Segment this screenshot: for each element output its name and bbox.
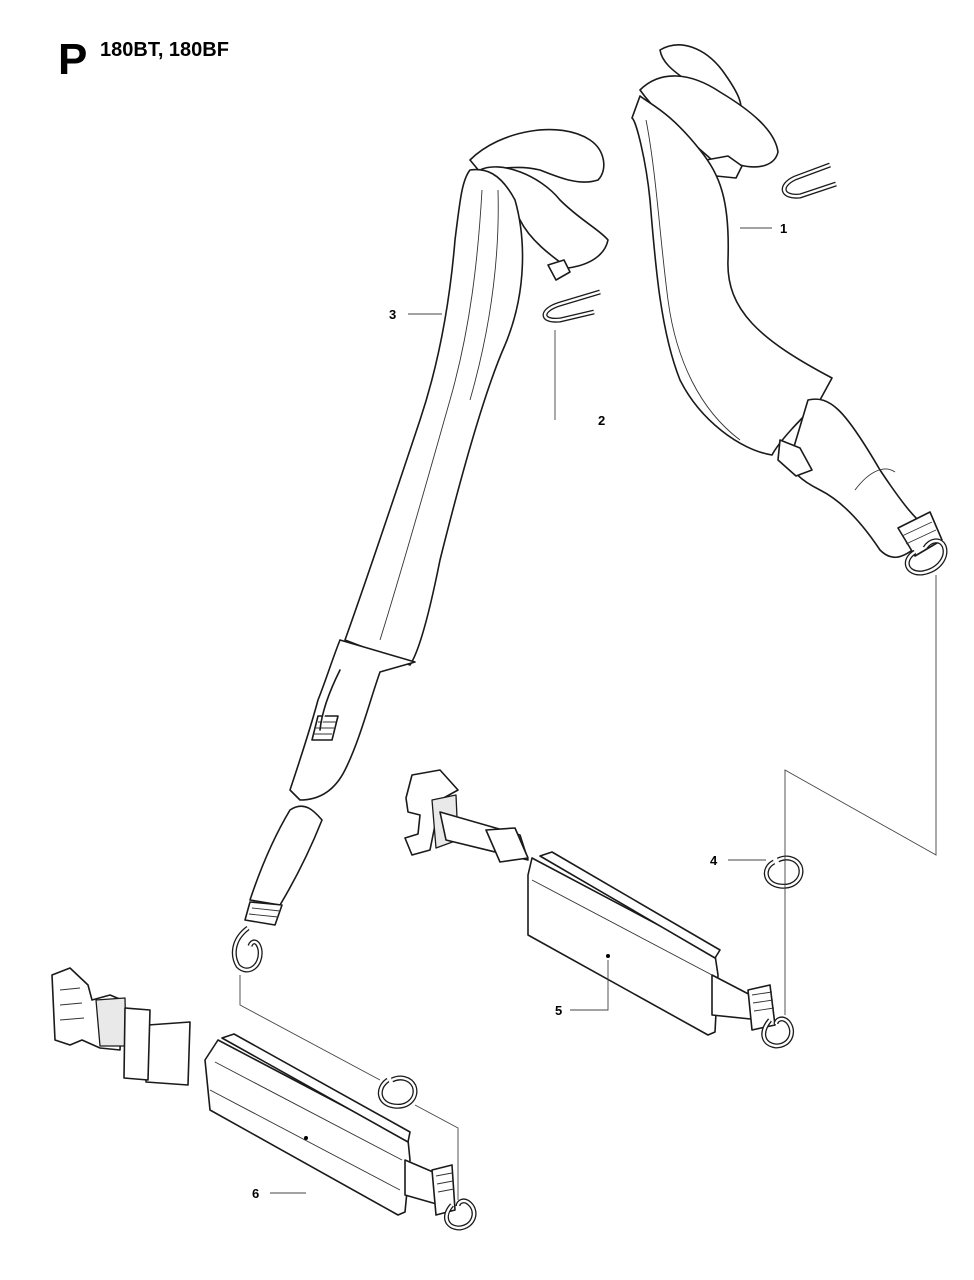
strap-clip-upper: [781, 162, 837, 199]
callout-6: 6: [252, 1186, 259, 1201]
callout-leaders: [270, 227, 772, 1194]
left-shoulder-strap: [231, 128, 609, 973]
strap-clip: [542, 289, 601, 323]
callout-2: 2: [598, 413, 605, 428]
callout-1: 1: [780, 221, 787, 236]
right-shoulder-strap: [631, 44, 948, 576]
section-letter: P: [58, 35, 88, 84]
callout-4: 4: [710, 853, 718, 868]
callout-5: 5: [555, 1003, 562, 1018]
left-waist-belt: [51, 967, 477, 1231]
connection-lines: [239, 575, 937, 1200]
right-waist-belt: [404, 769, 794, 1049]
callout-labels: 1 2 3 4 5 6: [252, 221, 787, 1201]
model-title: 180BT, 180BF: [100, 39, 229, 61]
d-ring: [763, 855, 804, 889]
callout-3: 3: [389, 307, 396, 322]
